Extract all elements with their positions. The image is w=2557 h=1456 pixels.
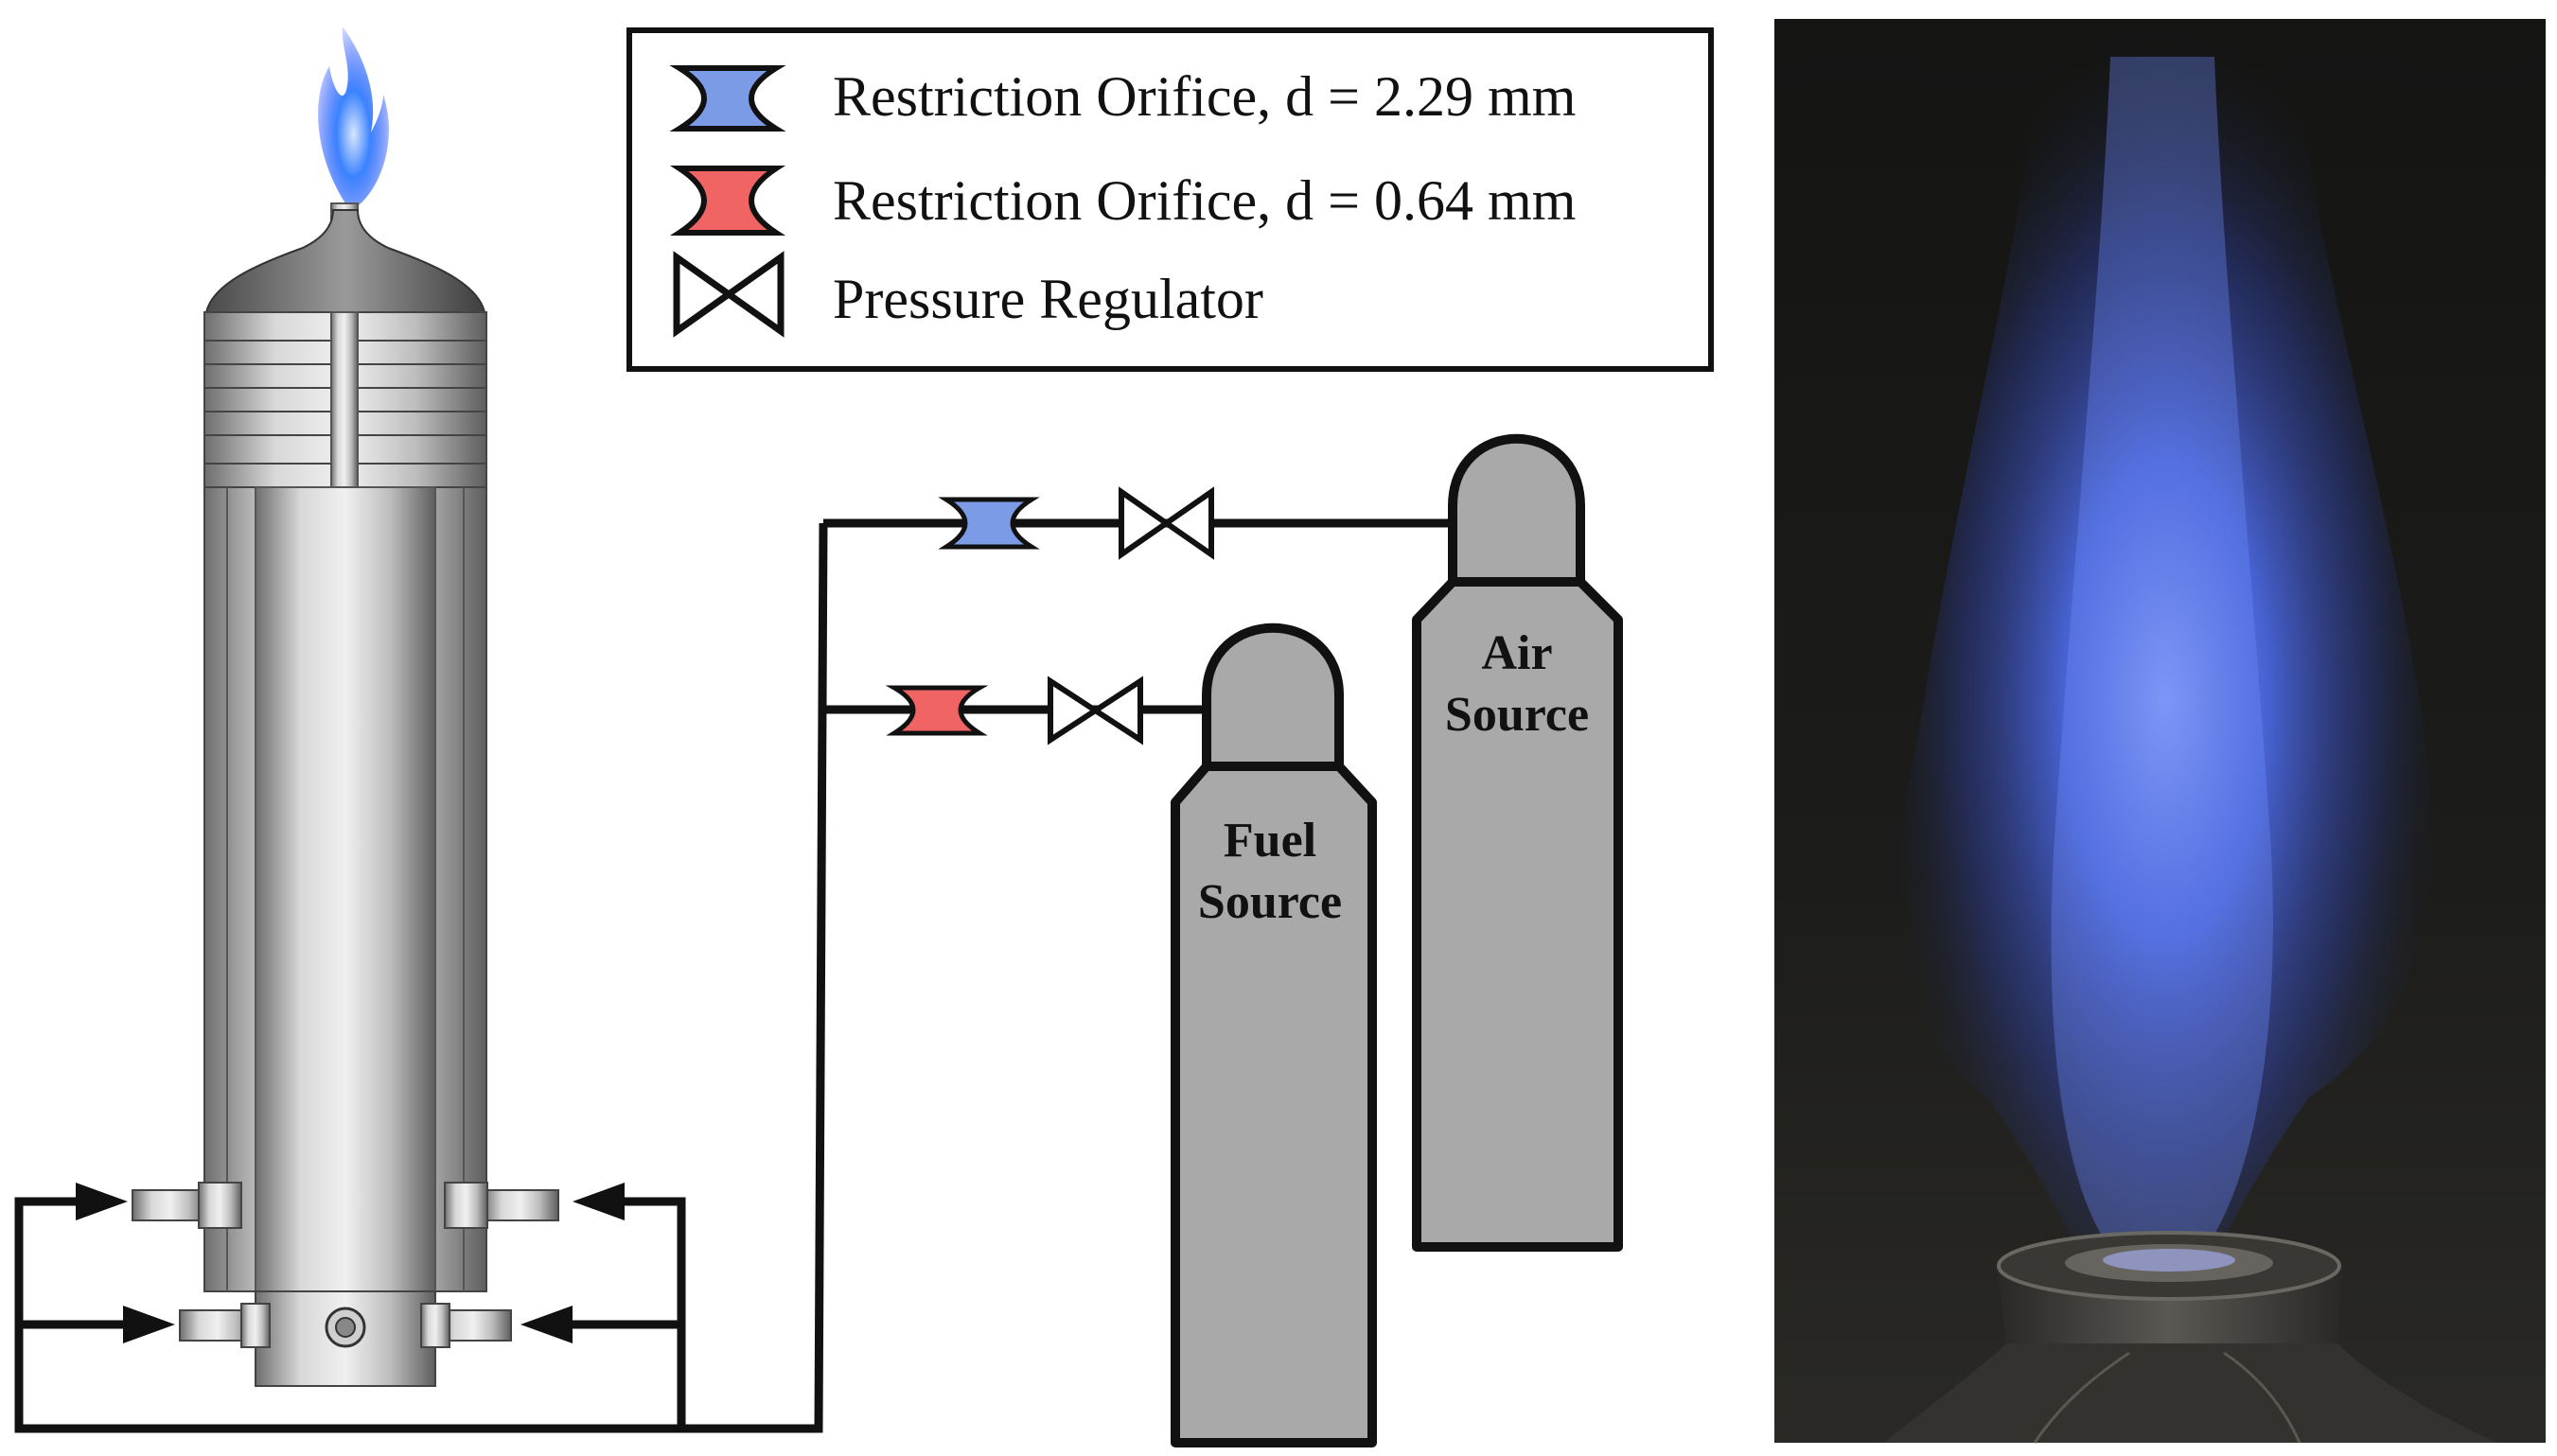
air-source-label-line2: Source	[1445, 688, 1589, 742]
burner-nozzle-photo	[1883, 1231, 2498, 1444]
legend: Restriction Orifice, d = 2.29 mm Restric…	[626, 27, 1714, 372]
legend-label-orifice-small: Restriction Orifice, d = 0.64 mm	[833, 169, 1576, 232]
fuel-restriction-orifice	[885, 685, 989, 736]
piping	[14, 518, 1457, 1433]
air-restriction-orifice	[938, 497, 1040, 550]
burner-assembly	[132, 26, 559, 1387]
burner-cap	[204, 209, 486, 313]
arrow-icon	[76, 1183, 128, 1220]
flame-plume	[1897, 19, 2433, 1258]
legend-orifice-red-icon	[669, 166, 786, 236]
fuel-source-label-line1: Fuel	[1224, 814, 1316, 868]
flow-arrows	[76, 1183, 625, 1343]
legend-label-regulator: Pressure Regulator	[833, 268, 1263, 330]
arrow-icon	[520, 1306, 573, 1343]
air-pressure-regulator	[1119, 486, 1214, 560]
legend-orifice-blue-icon	[669, 65, 786, 132]
fuel-pressure-regulator	[1048, 675, 1143, 746]
lower-inlet-left	[179, 1303, 271, 1348]
fuel-source-label-line2: Source	[1198, 875, 1342, 929]
flame-photograph	[1774, 19, 2546, 1444]
legend-label-orifice-large: Restriction Orifice, d = 2.29 mm	[833, 65, 1576, 128]
air-source-cylinder	[1412, 433, 1623, 1252]
main-supply-line	[14, 522, 828, 1433]
legend-regulator-icon	[673, 251, 785, 338]
air-source-label-line1: Air	[1481, 626, 1552, 680]
flame-icon	[318, 26, 389, 206]
upper-inlet-left	[132, 1182, 242, 1229]
legend-box	[626, 27, 1714, 372]
arrow-icon	[123, 1306, 175, 1343]
arrow-icon	[573, 1183, 625, 1220]
fuel-source-cylinder	[1171, 623, 1377, 1447]
lower-inlet-right	[420, 1303, 512, 1348]
upper-inlet-right	[444, 1182, 559, 1229]
right-branch	[615, 1197, 686, 1429]
